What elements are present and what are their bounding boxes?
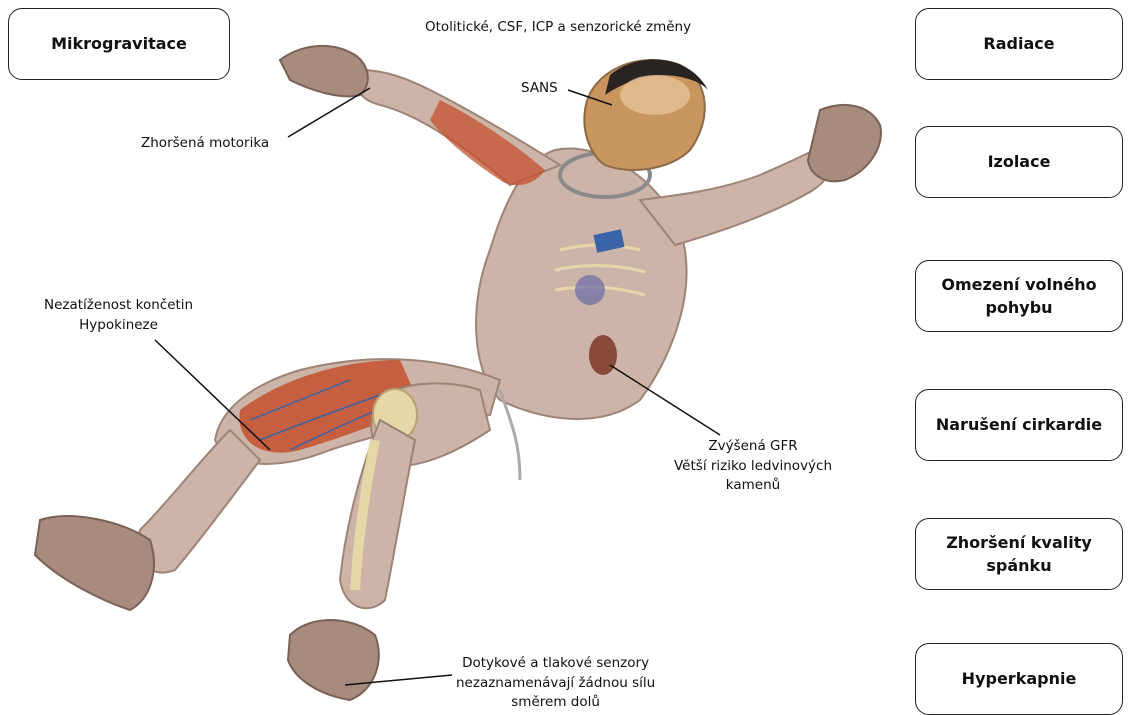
label-gfr-line3: kamenů (674, 476, 832, 496)
label-dotykove-senzory: Dotykové a tlakové senzory nezaznamenáva… (456, 654, 655, 713)
label-nezatizenost-line2: Hypokineze (44, 316, 193, 336)
box-omezeni-line1: Omezení volného (941, 273, 1096, 296)
label-gfr-line1: Zvýšená GFR (674, 437, 832, 457)
box-narusen-cirkardie: Narušení cirkardie (915, 389, 1123, 461)
box-omezeni-line2: pohybu (985, 296, 1052, 319)
box-hyperkapnie: Hyperkapnie (915, 643, 1123, 715)
box-radiace: Radiace (915, 8, 1123, 80)
pointer-line-motorika (288, 88, 370, 137)
label-nezatizenost-line1: Nezatíženost končetin (44, 296, 193, 316)
box-spanek-line1: Zhoršení kvality (946, 531, 1092, 554)
box-kvalita-spanku: Zhoršení kvality spánku (915, 518, 1123, 590)
label-senzory-line2: nezaznamenávají žádnou sílu (456, 674, 655, 694)
label-zvysena-gfr: Zvýšená GFR Větší riziko ledvinových kam… (674, 437, 832, 496)
label-senzory-line1: Dotykové a tlakové senzory (456, 654, 655, 674)
box-mikrogravitace: Mikrogravitace (8, 8, 230, 80)
label-otoliticke-zmeny: Otolitické, CSF, ICP a senzorické změny (425, 18, 691, 38)
label-zhorsena-motorika: Zhoršená motorika (141, 134, 269, 154)
label-senzory-line3: směrem dolů (456, 693, 655, 713)
label-sans: SANS (521, 79, 558, 99)
box-omezeni-pohybu: Omezení volného pohybu (915, 260, 1123, 332)
box-izolace: Izolace (915, 126, 1123, 198)
label-gfr-line2: Větší riziko ledvinových (674, 457, 832, 477)
label-nezatizenost-koncetin: Nezatíženost končetin Hypokineze (44, 296, 193, 335)
box-spanek-line2: spánku (986, 554, 1051, 577)
